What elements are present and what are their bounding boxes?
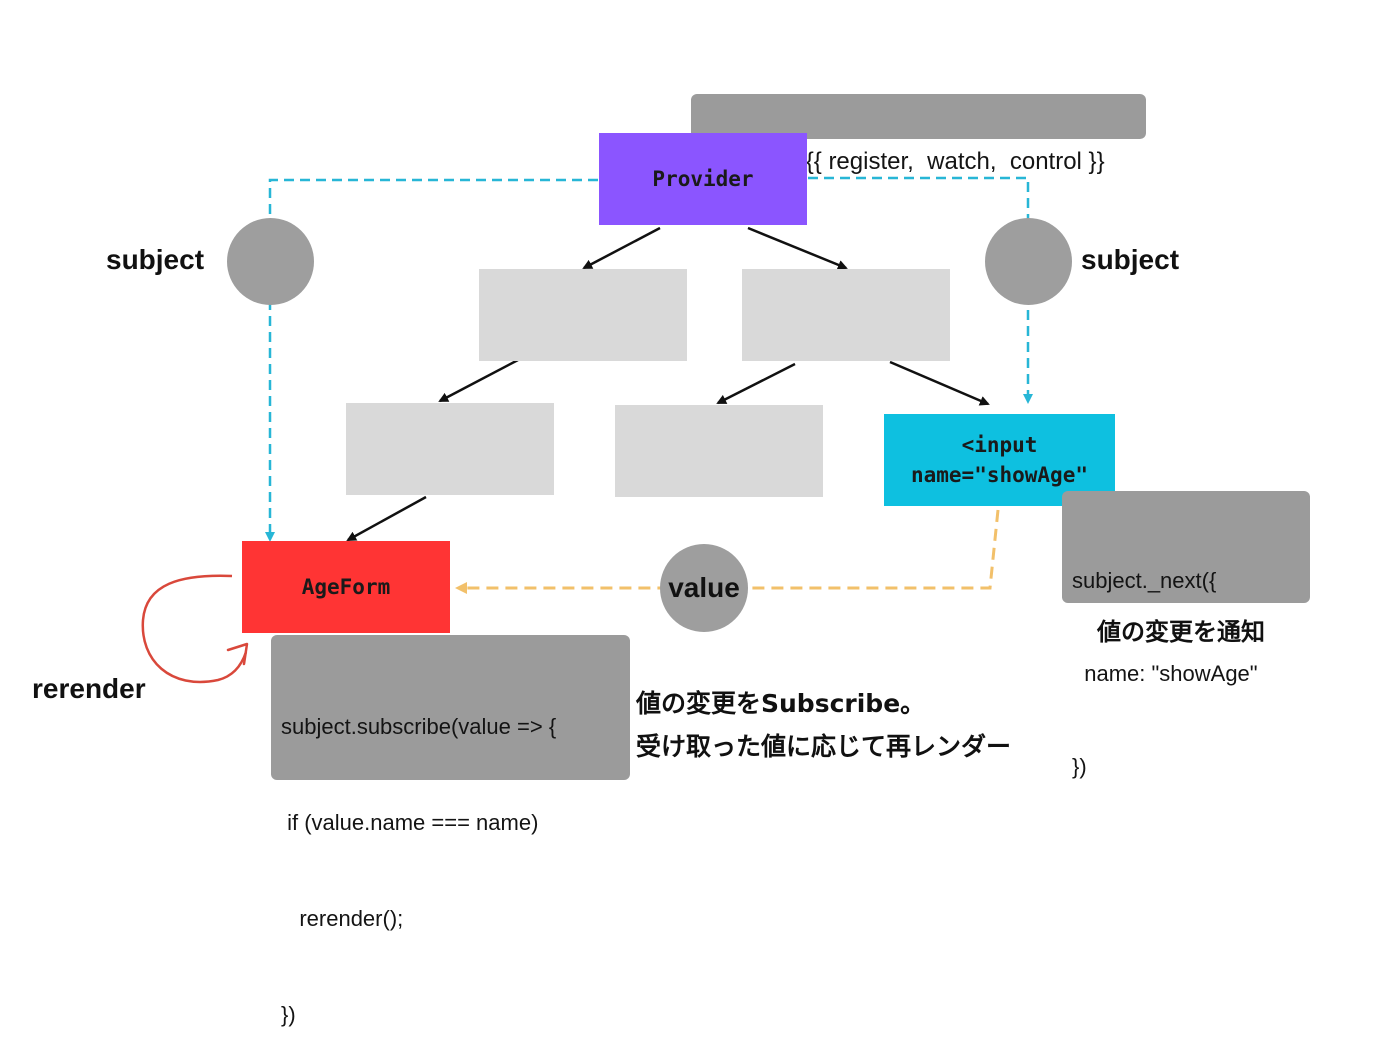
- arrow-right-child-to-grandchild: [716, 362, 796, 405]
- child-component-right: [742, 269, 950, 361]
- subscribe-code-line-1: subject.subscribe(value => {: [281, 714, 557, 739]
- next-code-line-1: subject._next({: [1072, 568, 1217, 593]
- arrow-left-child-to-grandchild: [438, 358, 519, 403]
- provider-node: Provider: [599, 133, 807, 225]
- ageform-label: AgeForm: [301, 575, 391, 599]
- next-code-box: subject._next({ name: "showAge" }): [1062, 491, 1310, 779]
- value-label: value: [668, 572, 740, 603]
- value-line: [455, 509, 1000, 594]
- subscribe-code-line-2: if (value.name === name): [281, 810, 539, 835]
- next-caption: 値の変更を通知: [1097, 618, 1265, 646]
- provider-label: Provider: [652, 167, 754, 191]
- subject-label-left: subject: [106, 244, 205, 275]
- input-node-line2: name="showAge": [910, 463, 1088, 487]
- child-component-left: [479, 269, 687, 361]
- subject-line-left: [265, 178, 598, 542]
- next-code-line-2: name: "showAge": [1072, 661, 1258, 686]
- arrow-right-child-to-input: [889, 360, 990, 406]
- rerender-label: rerender: [32, 673, 146, 704]
- subscribe-caption-line2: 受け取った値に応じて再レンダー: [636, 732, 1012, 761]
- ageform-node: AgeForm: [242, 541, 450, 633]
- diagram-canvas: [141, 176, 1033, 684]
- subject-circle-left: [227, 218, 314, 305]
- grandchild-component-left: [346, 403, 554, 495]
- subscribe-code-box: subject.subscribe(value => { if (value.n…: [271, 635, 630, 1027]
- arrow-provider-to-left-child: [582, 226, 661, 270]
- value-circle: value: [660, 544, 748, 632]
- input-node: <input name="showAge": [884, 414, 1115, 506]
- input-node-line1: <input: [961, 433, 1038, 457]
- arrow-provider-to-right-child: [747, 226, 848, 270]
- arrow-grandchild-to-ageform: [346, 495, 427, 542]
- rerender-arrowhead: [226, 642, 249, 666]
- subject-label-right: subject: [1081, 244, 1180, 275]
- subscribe-code-line-3: rerender();: [281, 906, 404, 931]
- rerender-loop-arrow: [141, 574, 248, 684]
- subscribe-code-line-4: }): [281, 1002, 296, 1027]
- subscribe-caption-line1: 値の変更をSubscribe。: [636, 689, 926, 718]
- subject-circle-right: [985, 218, 1072, 305]
- subject-line-right: [808, 176, 1033, 404]
- next-code-line-3: }): [1072, 754, 1087, 779]
- grandchild-component-middle: [615, 405, 823, 497]
